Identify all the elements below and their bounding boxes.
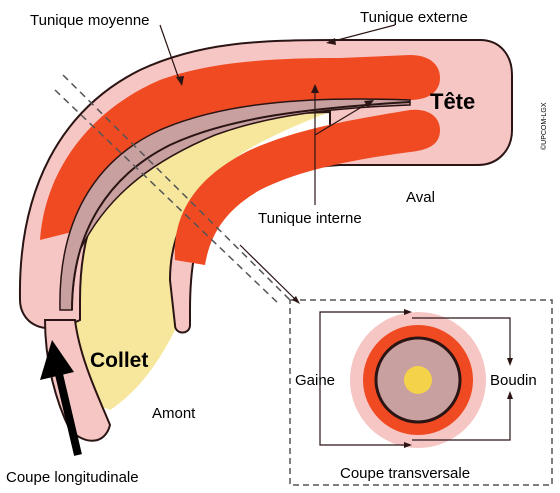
label-collet: Collet	[90, 349, 148, 372]
label-tunique-interne: Tunique interne	[258, 210, 362, 227]
label-gaine: Gaine	[295, 372, 335, 389]
label-tunique-moyenne: Tunique moyenne	[30, 12, 150, 29]
credit-text: ©UPCOM-LGX	[540, 102, 548, 150]
label-tunique-externe: Tunique externe	[360, 9, 468, 26]
label-amont: Amont	[152, 405, 196, 422]
label-coupe-transversale: Coupe transversale	[340, 465, 470, 482]
label-aval: Aval	[406, 189, 435, 206]
label-coupe-longitudinale: Coupe longitudinale	[6, 469, 139, 486]
leader-cut-to-box	[240, 245, 298, 302]
label-tete: Tête	[430, 89, 475, 114]
cross-lumen	[404, 366, 432, 394]
label-boudin: Boudin	[490, 372, 537, 389]
